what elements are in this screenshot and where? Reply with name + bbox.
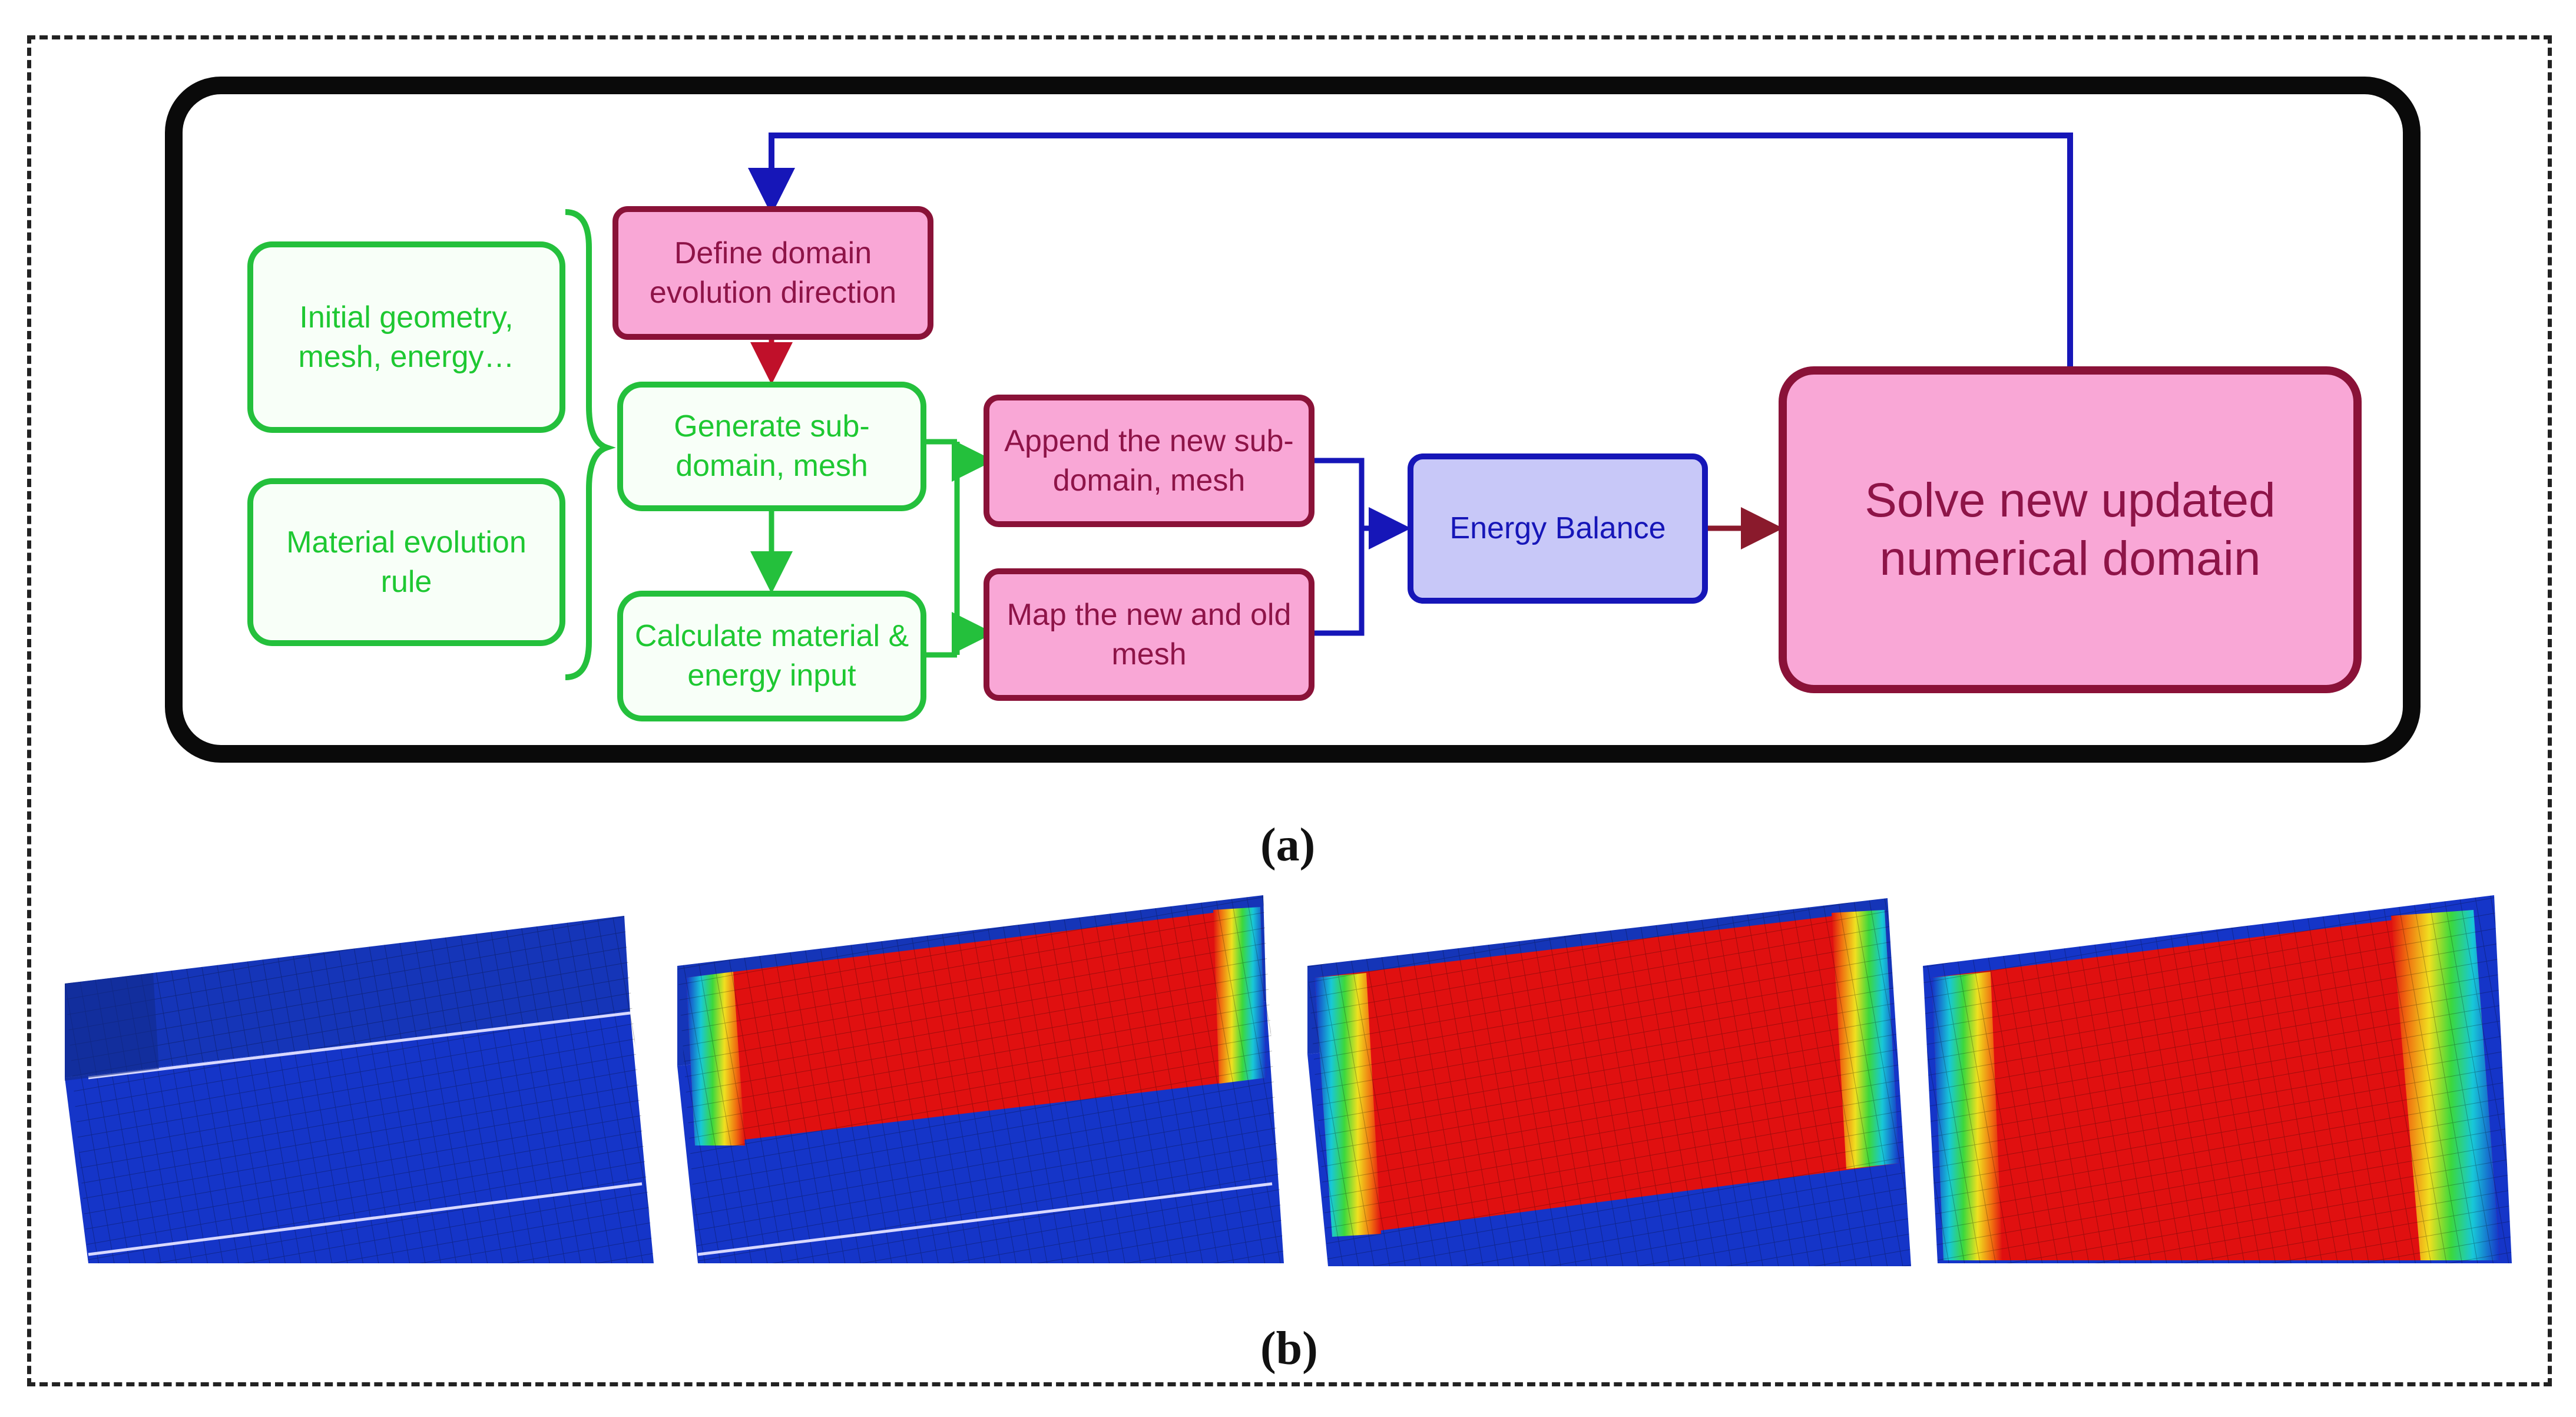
caption-b: (b) [1260, 1323, 1318, 1375]
calculate-input-label: Calculate material & energy input [634, 619, 909, 693]
map-label: Map the new and old mesh [1006, 597, 1292, 671]
initial-inputs-box: Initial geometry, mesh, energy… [247, 241, 565, 433]
energy-balance-label: Energy Balance [1449, 511, 1666, 546]
material-rule-box: Material evolution rule [247, 478, 565, 646]
solve-box: Solve new updated numerical domain [1779, 366, 2362, 693]
define-direction-box: Define domain evolution direction [612, 206, 933, 340]
map-box: Map the new and old mesh [984, 568, 1315, 701]
sim-frame-1 [65, 916, 654, 1263]
join-append [1315, 458, 1365, 636]
caption-a: (a) [1260, 819, 1316, 871]
sim-frame-3 [1307, 898, 1911, 1266]
generate-subdomain-label: Generate sub-domain, mesh [674, 409, 870, 483]
energy-balance-box: Energy Balance [1408, 453, 1708, 604]
generate-subdomain-box: Generate sub-domain, mesh [617, 382, 926, 511]
feedback-arrow [748, 133, 2073, 368]
define-direction-label: Define domain evolution direction [649, 236, 897, 310]
figure-frame [27, 35, 2552, 1386]
input-brace [565, 209, 616, 680]
sim-frame-2 [677, 895, 1284, 1263]
sim-frame-4 [1923, 895, 2512, 1263]
append-box: Append the new sub-domain, mesh [984, 395, 1315, 527]
initial-inputs-label: Initial geometry, mesh, energy… [298, 300, 515, 374]
append-label: Append the new sub-domain, mesh [1004, 423, 1294, 498]
material-rule-label: Material evolution rule [286, 525, 527, 599]
calculate-input-box: Calculate material & energy input [617, 591, 926, 721]
solve-label: Solve new updated numerical domain [1865, 474, 2276, 585]
